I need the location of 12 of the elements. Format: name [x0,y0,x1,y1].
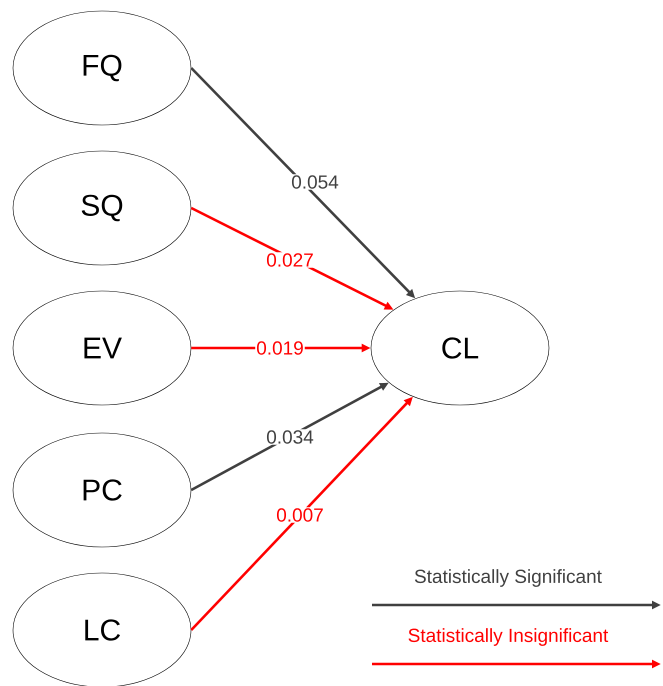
oval: CL [370,290,550,406]
legend-label: Statistically Insignificant [408,628,608,646]
edge-label: 0.007 [275,507,325,523]
edge-label: 0.034 [265,429,315,445]
edge-label: 0.054 [290,174,340,190]
oval: PC [12,432,192,548]
oval: FQ [12,10,192,126]
oval: SQ [12,150,192,266]
oval: EV [12,290,192,406]
edge-label: 0.019 [255,340,305,356]
legend-label: Statistically Significant [414,569,602,587]
edge-label: 0.027 [265,252,315,268]
